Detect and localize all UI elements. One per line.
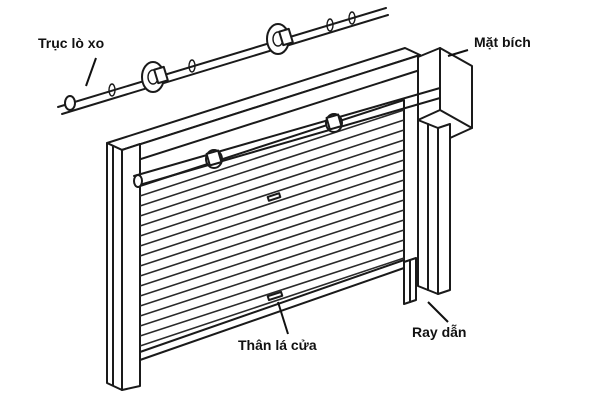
label-spring-shaft: Trục lò xo <box>38 35 104 51</box>
label-door-body: Thân lá cửa <box>238 337 317 353</box>
label-guide-rail: Ray dẫn <box>412 324 466 340</box>
leader-lines <box>85 49 469 335</box>
curtain-slats <box>139 109 405 347</box>
label-flange: Mặt bích <box>474 34 531 50</box>
shaft-flange-disk <box>266 23 294 55</box>
shaft-flange-disk <box>141 61 169 93</box>
right-guide-rail <box>403 119 451 305</box>
spring-shaft-exploded <box>57 7 389 115</box>
door-curtain <box>139 99 405 361</box>
installed-shaft <box>133 87 441 188</box>
left-guide-rail <box>106 142 141 391</box>
